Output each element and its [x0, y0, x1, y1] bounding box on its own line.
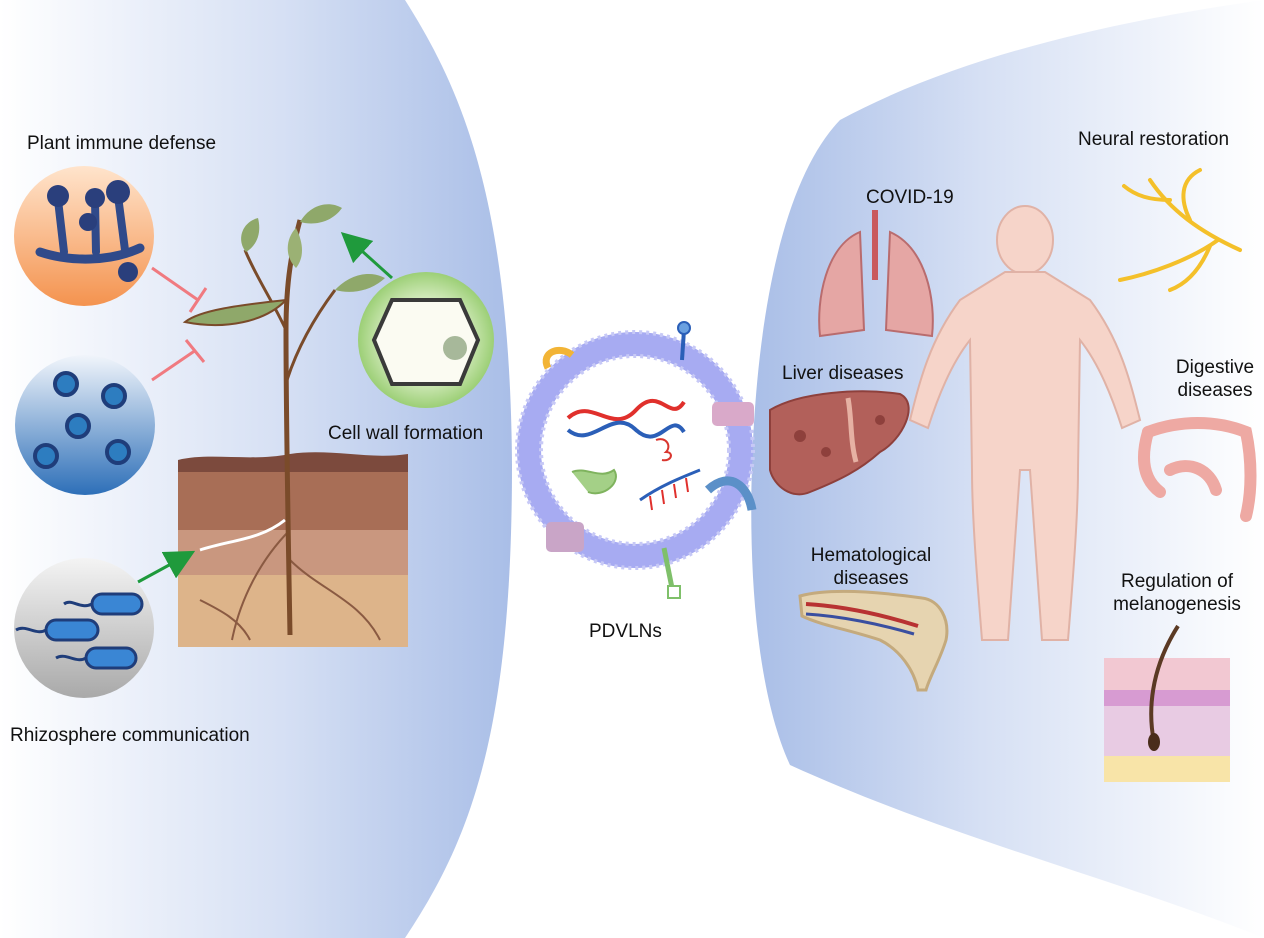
- virus-circle: [15, 355, 155, 495]
- promote-arrow-cellwall: [340, 231, 394, 280]
- bacteria-circle: [14, 558, 154, 698]
- label-melanogenesis-line1: Regulation of: [1121, 571, 1233, 592]
- intestine-illustration: [1138, 417, 1257, 522]
- promote-arrow-rhizosphere: [137, 550, 196, 584]
- label-liver-diseases: Liver diseases: [782, 363, 904, 384]
- neuron-illustration: [1118, 168, 1242, 292]
- label-hematological-line2: diseases: [833, 568, 909, 589]
- label-digestive-diseases: Digestive diseases: [1160, 356, 1264, 402]
- lungs-illustration: [818, 210, 934, 338]
- label-neural-restoration: Neural restoration: [1078, 129, 1230, 150]
- inhibit-arrow-virus: [151, 339, 206, 382]
- label-covid19: COVID-19: [866, 187, 954, 208]
- human-body: [908, 205, 1142, 641]
- label-rhizosphere-communication: Rhizosphere communication: [10, 725, 250, 746]
- soil-block: [178, 452, 408, 647]
- label-hematological-diseases: Hematological diseases: [796, 544, 946, 590]
- label-digestive-line2: diseases: [1177, 380, 1253, 401]
- inhibit-arrow-fungi: [151, 266, 208, 313]
- label-regulation-of-melanogenesis: Regulation of melanogenesis: [1102, 570, 1252, 616]
- fungi-circle: [14, 166, 154, 306]
- label-pdvlns: PDVLNs: [589, 621, 662, 642]
- label-hematological-line1: Hematological: [810, 545, 932, 566]
- label-digestive-line1: Digestive: [1175, 357, 1255, 378]
- label-plant-immune-defense: Plant immune defense: [27, 133, 217, 154]
- pdvln-vesicle: [515, 321, 757, 599]
- skin-illustration: [1104, 624, 1230, 782]
- cell-wall-circle: [358, 272, 494, 408]
- liver-illustration: [769, 390, 910, 496]
- bone-illustration: [798, 590, 949, 692]
- label-melanogenesis-line2: melanogenesis: [1113, 594, 1241, 615]
- label-cell-wall-formation: Cell wall formation: [328, 423, 484, 444]
- plant: [182, 204, 385, 636]
